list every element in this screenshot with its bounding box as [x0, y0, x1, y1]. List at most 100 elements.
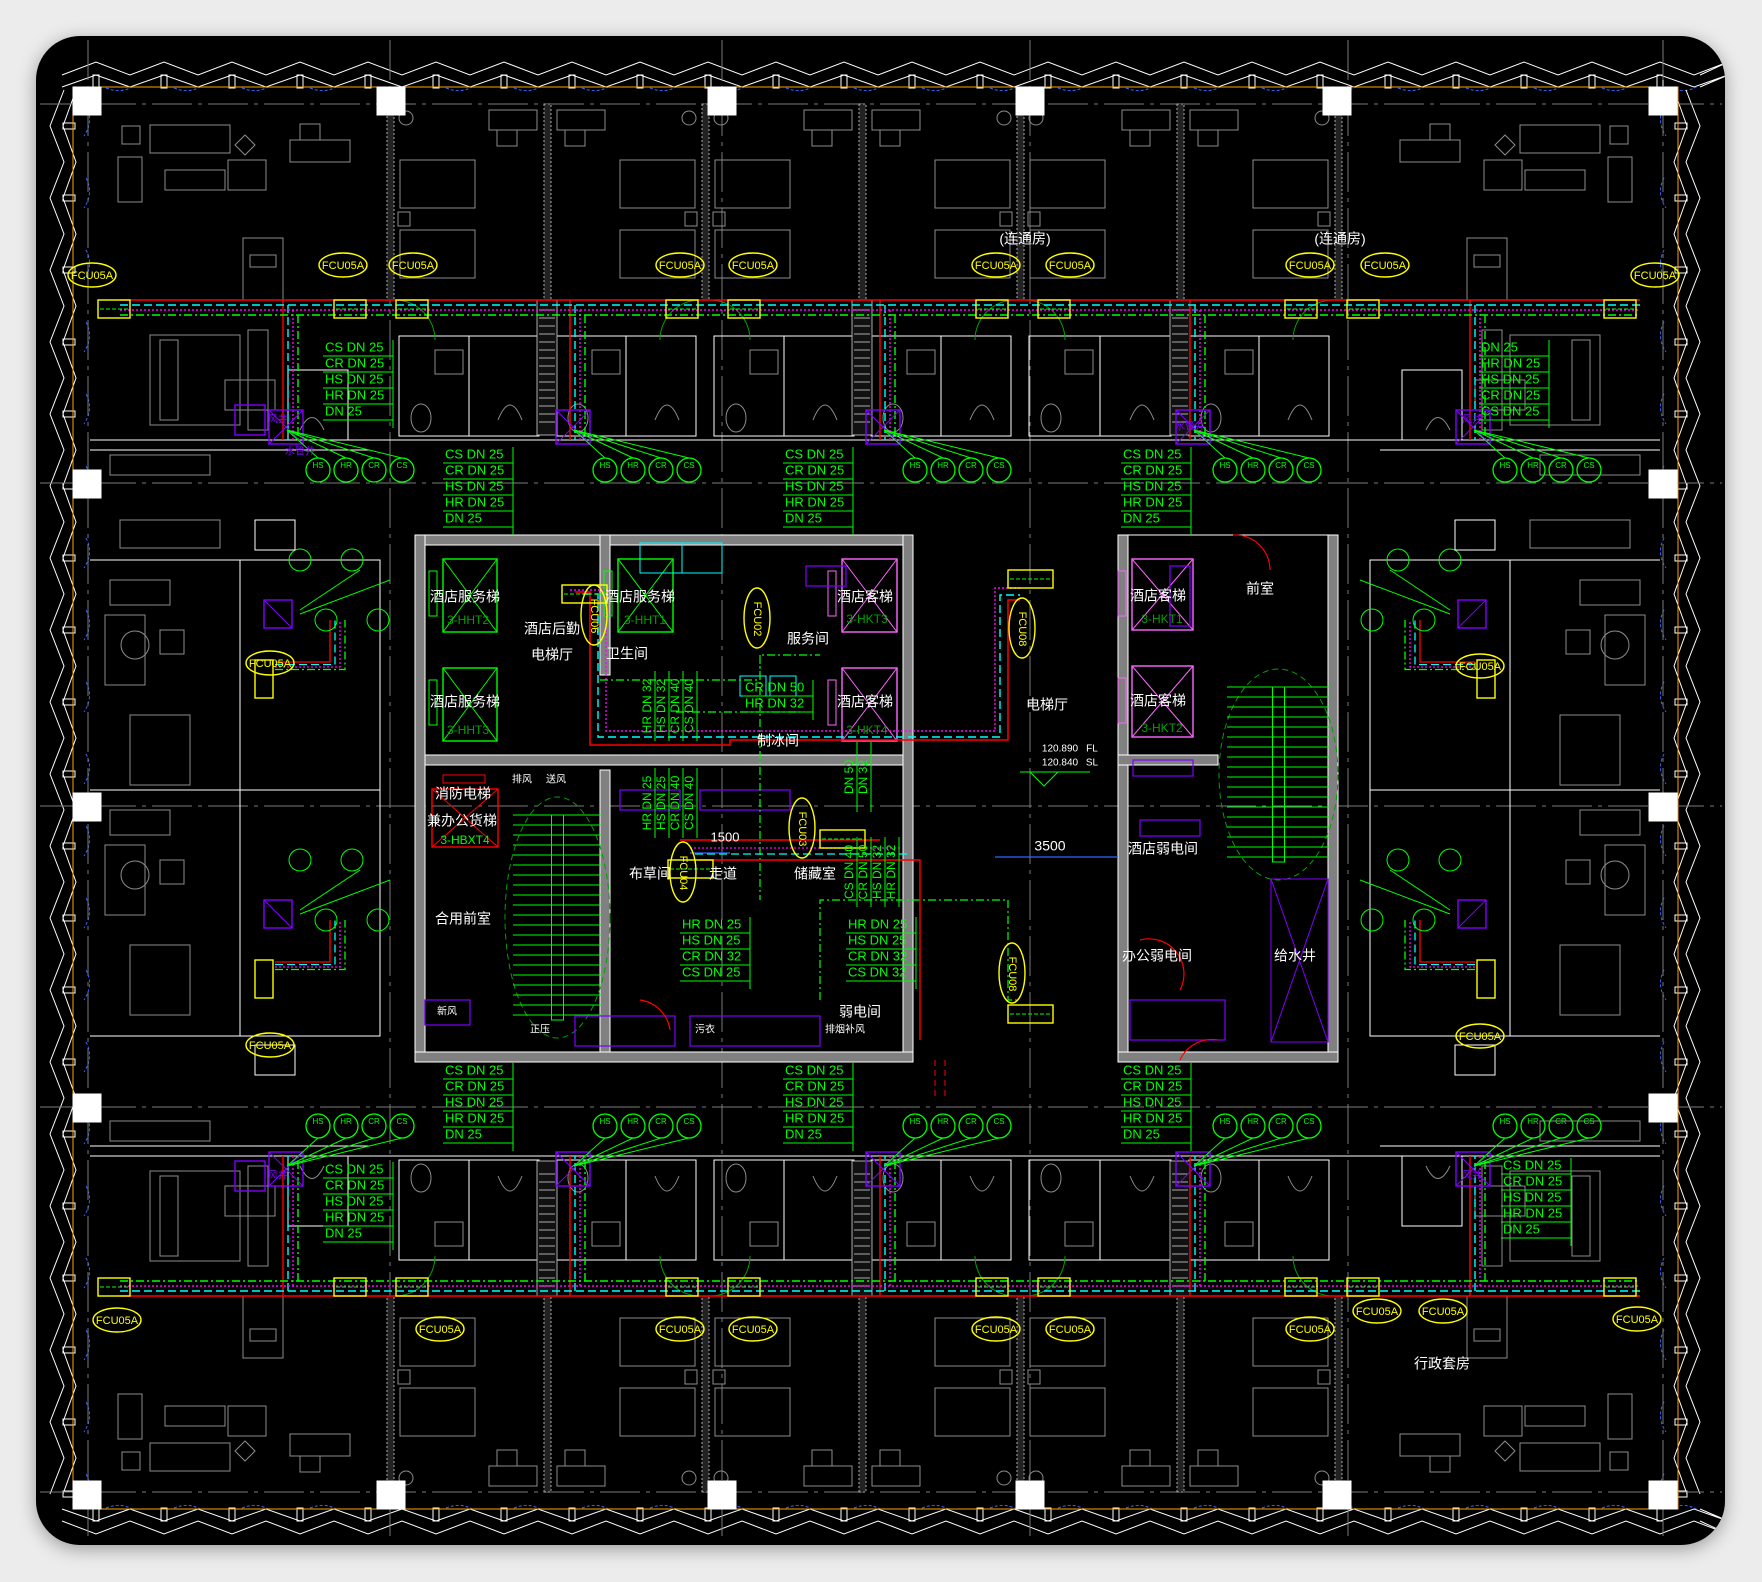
riser-tag-label: CR: [1555, 461, 1567, 470]
window-swing: [83, 897, 90, 929]
fcu-tag-label[interactable]: FCU05A: [419, 1324, 462, 1336]
leader-line: [286, 429, 347, 459]
fcu-tag-label[interactable]: FCU05A: [1634, 270, 1677, 282]
pipe-red: [575, 591, 1020, 746]
fcu-tag: FCU05A: [415, 1316, 465, 1342]
fcu-tag: FCU05A: [728, 252, 778, 278]
core-wall: [414, 534, 426, 1063]
riser-tag-label: HS: [599, 461, 610, 470]
mullion: [228, 1507, 236, 1522]
fcu-tag-label[interactable]: FCU05A: [1049, 260, 1092, 272]
fcu-tag-label[interactable]: FCU05A: [1289, 260, 1332, 272]
washbasin: [1064, 1221, 1094, 1247]
riser-shaft: [263, 599, 293, 629]
room-label: (连通房): [999, 231, 1050, 247]
pipe-size-label: HS DN 25: [1481, 371, 1540, 386]
bed: [934, 1317, 1011, 1367]
mullion: [1674, 1418, 1688, 1426]
leader-line: [883, 429, 972, 459]
fcu-tag-label[interactable]: FCU08: [1006, 957, 1018, 992]
column: [376, 86, 406, 116]
room-label: 卫生间: [606, 646, 648, 662]
fcu-tag-label[interactable]: FCU05A: [322, 260, 365, 272]
line: [268, 1151, 304, 1187]
fcu-tag-label[interactable]: FCU05A: [1422, 1306, 1465, 1318]
fcu-tag-label[interactable]: FCU05A: [732, 260, 775, 272]
fcu-tag-label[interactable]: FCU05A: [1459, 1031, 1502, 1043]
mullion: [432, 74, 440, 89]
fcu-tag-label[interactable]: FCU06: [588, 599, 600, 634]
window-swing: [83, 1041, 90, 1073]
fcu-tag-label[interactable]: FCU04: [677, 856, 689, 891]
toilet: [1200, 403, 1222, 433]
fcu-tag-ellipse: [998, 942, 1026, 1004]
riser-tag-label: HR: [627, 1117, 639, 1126]
room-label: 水管井: [285, 445, 315, 458]
fcu-tag-label[interactable]: FCU05A: [249, 658, 292, 670]
pipe-size-label: CR DN 50: [856, 844, 870, 899]
fcu-tag-label[interactable]: FCU05A: [1364, 260, 1407, 272]
riser-tag-circle: [1360, 608, 1384, 632]
column: [1322, 86, 1352, 116]
fcu-tag-label[interactable]: FCU05A: [975, 1324, 1018, 1336]
lamp: [1314, 1470, 1330, 1486]
guest-elevator-hkt1: [1117, 558, 1194, 631]
fcu-tag-label[interactable]: FCU05A: [1459, 661, 1502, 673]
stair-well: [551, 814, 564, 1021]
fcu-tag: FCU05A: [92, 1307, 142, 1333]
pipe-size-label: DN 32: [856, 760, 870, 794]
room-label: 服务间: [787, 631, 829, 647]
fcu-tag: FCU05A: [1630, 262, 1680, 288]
drawer: [249, 1328, 277, 1342]
line: [1270, 878, 1329, 1043]
fcu-tag-label[interactable]: FCU05A: [659, 260, 702, 272]
fcu-tag-label[interactable]: FCU05A: [392, 260, 435, 272]
mullion: [772, 74, 780, 89]
room-label: 布草间: [629, 866, 671, 882]
bath: [254, 519, 296, 551]
bed: [619, 1387, 696, 1437]
room-label: 风井: [268, 1169, 288, 1182]
fcu-tag-ellipse: [655, 252, 705, 278]
riser-tag-circle: [958, 457, 984, 483]
fcu-tag-label[interactable]: FCU05A: [1356, 1306, 1399, 1318]
fcu-tag-label[interactable]: FCU05A: [96, 1315, 139, 1327]
fcu-tag-label[interactable]: FCU05A: [249, 1040, 292, 1052]
riser-tag-circle: [1360, 908, 1384, 932]
riser-tag-circle: [1268, 457, 1294, 483]
pipe: [1404, 620, 1475, 671]
fcu-tag-label[interactable]: FCU03: [796, 812, 808, 847]
fcu-tag-label[interactable]: FCU02: [751, 602, 763, 637]
fcu-tag-label[interactable]: FCU05A: [659, 1324, 702, 1336]
fcu-tag-label[interactable]: FCU05A: [71, 270, 114, 282]
chair: [496, 129, 518, 147]
fcu-tag-label[interactable]: FCU05A: [732, 1324, 775, 1336]
armchair: [1483, 159, 1523, 191]
riser-tag-circle: [1386, 548, 1410, 572]
washbasin: [434, 1221, 464, 1247]
mullion: [1674, 1130, 1688, 1138]
lamp: [398, 1470, 414, 1486]
fcu-tag-label[interactable]: FCU05A: [975, 260, 1018, 272]
pipe-size-label: CS DN 25: [1123, 1062, 1182, 1077]
bed: [1029, 1317, 1106, 1367]
bathroom: [1401, 369, 1463, 441]
bathroom: [1401, 1155, 1463, 1227]
window-swing: [1660, 753, 1667, 785]
fcu-tag-label[interactable]: FCU05A: [1616, 1314, 1659, 1326]
fcu-tag-label[interactable]: FCU05A: [1289, 1324, 1332, 1336]
plant: [1494, 134, 1516, 156]
fcu-tag-label[interactable]: FCU05A: [1049, 1324, 1092, 1336]
fcu-tag-label[interactable]: FCU08: [1016, 612, 1028, 647]
leader-line: [1193, 429, 1282, 459]
toilet: [1040, 1163, 1062, 1193]
duct-shaft: [1169, 565, 1191, 627]
line: [865, 1151, 901, 1187]
pillow: [159, 339, 179, 421]
riser-tag-circle: [930, 457, 956, 483]
